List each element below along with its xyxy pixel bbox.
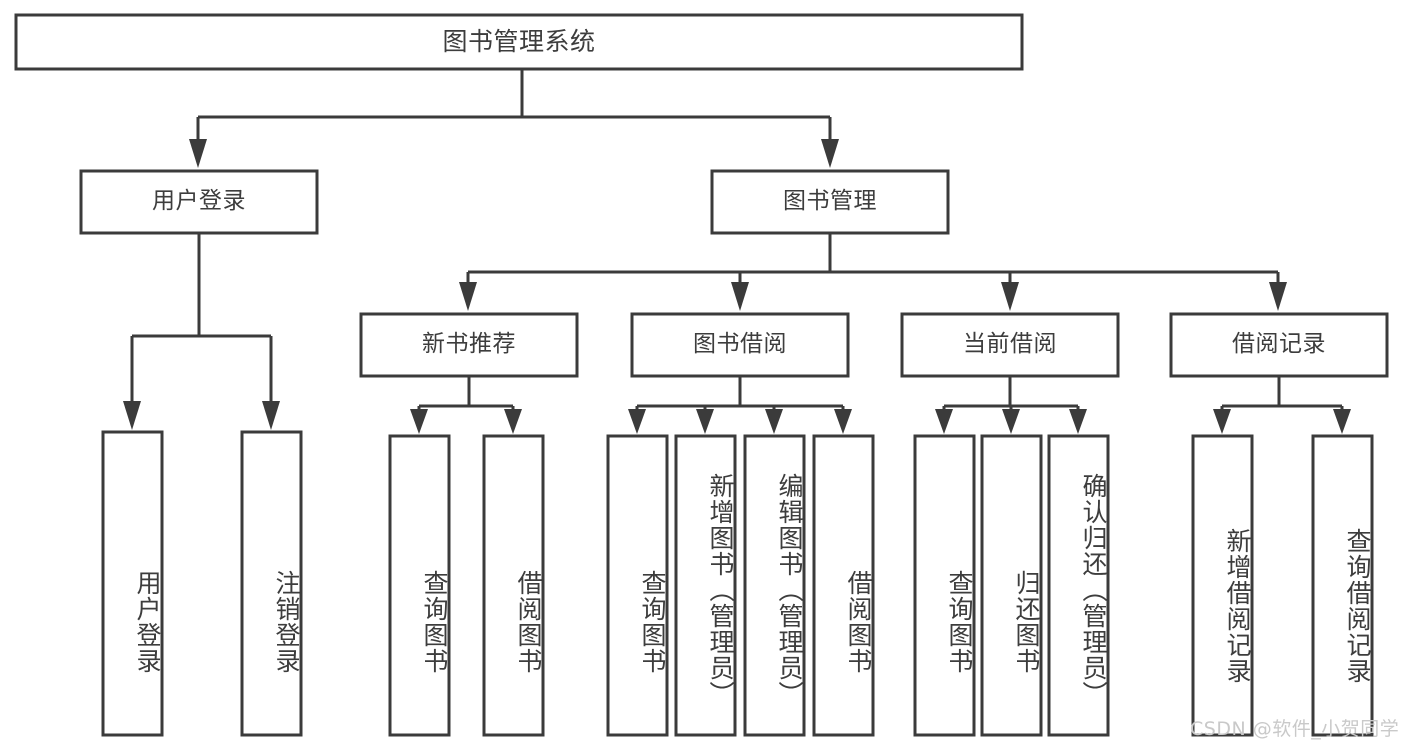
arrow-head-book-borrow: [731, 282, 749, 311]
node-box-leaf-current-borrow-2[interactable]: [980, 434, 1043, 737]
label-current-borrow: 当前借阅: [963, 331, 1057, 358]
node-box-new-book-recommend[interactable]: [359, 312, 579, 378]
watermark-csdn: CSDN @软件_小贺同学: [1190, 718, 1400, 740]
node-box-leaf-current-borrow-1[interactable]: [913, 434, 976, 737]
arrow-head-book-borrow-leaf-3: [765, 409, 783, 434]
arrow-head-new-book-leaf-2: [504, 409, 522, 434]
node-box-leaf-book-borrow-4[interactable]: [812, 434, 875, 737]
node-box-leaf-book-borrow-2[interactable]: [674, 434, 737, 737]
label-leaf-book-borrow-1: 查询图书: [638, 569, 667, 674]
arrow-head-new-book: [459, 282, 477, 311]
node-box-current-borrow[interactable]: [900, 312, 1120, 378]
arrow-head-user-login: [189, 139, 207, 168]
label-root: 图书管理系统: [442, 27, 596, 57]
arrow-head-current-borrow: [1001, 282, 1019, 311]
node-box-leaf-book-borrow-1[interactable]: [606, 434, 669, 737]
arrow-head-user-login-leaf-2: [262, 401, 280, 430]
arrow-head-borrow-record-leaf-2: [1333, 409, 1351, 434]
arrow-head-current-borrow-leaf-1: [935, 409, 953, 434]
label-book-borrow: 图书借阅: [693, 331, 787, 358]
arrow-head-borrow-record: [1269, 282, 1287, 311]
node-box-leaf-new-book-1[interactable]: [388, 434, 451, 737]
node-box-user-login[interactable]: [79, 169, 319, 235]
label-leaf-user-login-1: 用户登录: [133, 569, 162, 674]
node-box-leaf-book-borrow-3[interactable]: [743, 434, 806, 737]
node-box-leaf-new-book-2[interactable]: [482, 434, 545, 737]
label-leaf-book-borrow-3: 编辑图书（管理员）: [775, 472, 804, 707]
node-box-leaf-borrow-record-2[interactable]: [1311, 434, 1374, 737]
node-box-leaf-current-borrow-3[interactable]: [1047, 434, 1110, 737]
arrow-head-book-borrow-leaf-1: [628, 409, 646, 434]
label-leaf-book-borrow-4: 借阅图书: [844, 569, 873, 674]
label-book-manage: 图书管理: [783, 188, 877, 215]
label-leaf-book-borrow-2: 新增图书（管理员）: [706, 472, 735, 707]
label-leaf-current-borrow-2: 归还图书: [1012, 569, 1041, 674]
label-user-login: 用户登录: [152, 188, 246, 215]
node-box-leaf-user-login-2[interactable]: [240, 430, 303, 737]
arrow-head-book-borrow-leaf-4: [834, 409, 852, 434]
node-box-root[interactable]: [14, 13, 1024, 71]
node-box-leaf-user-login-1[interactable]: [101, 430, 164, 737]
arrow-head-book-borrow-leaf-2: [696, 409, 714, 434]
label-leaf-borrow-record-1: 新增借阅记录: [1223, 527, 1252, 684]
label-leaf-new-book-2: 借阅图书: [514, 569, 543, 674]
arrow-head-user-login-leaf-1: [123, 401, 141, 430]
node-box-leaf-borrow-record-1[interactable]: [1191, 434, 1254, 737]
label-new-book-recommend: 新书推荐: [422, 331, 516, 358]
node-box-book-manage[interactable]: [710, 169, 950, 235]
label-leaf-borrow-record-2: 查询借阅记录: [1343, 527, 1372, 684]
arrow-head-current-borrow-leaf-2: [1002, 409, 1020, 434]
node-box-borrow-record[interactable]: [1169, 312, 1389, 378]
label-leaf-user-login-2: 注销登录: [272, 569, 301, 674]
label-leaf-new-book-1: 查询图书: [420, 569, 449, 674]
arrow-head-borrow-record-leaf-1: [1213, 409, 1231, 434]
arrow-head-new-book-leaf-1: [410, 409, 428, 434]
label-borrow-record: 借阅记录: [1232, 331, 1326, 358]
arrow-head-current-borrow-leaf-3: [1069, 409, 1087, 434]
label-leaf-current-borrow-3: 确认归还（管理员）: [1079, 472, 1108, 707]
label-leaf-current-borrow-1: 查询图书: [945, 569, 974, 674]
arrow-head-book-manage: [821, 139, 839, 168]
